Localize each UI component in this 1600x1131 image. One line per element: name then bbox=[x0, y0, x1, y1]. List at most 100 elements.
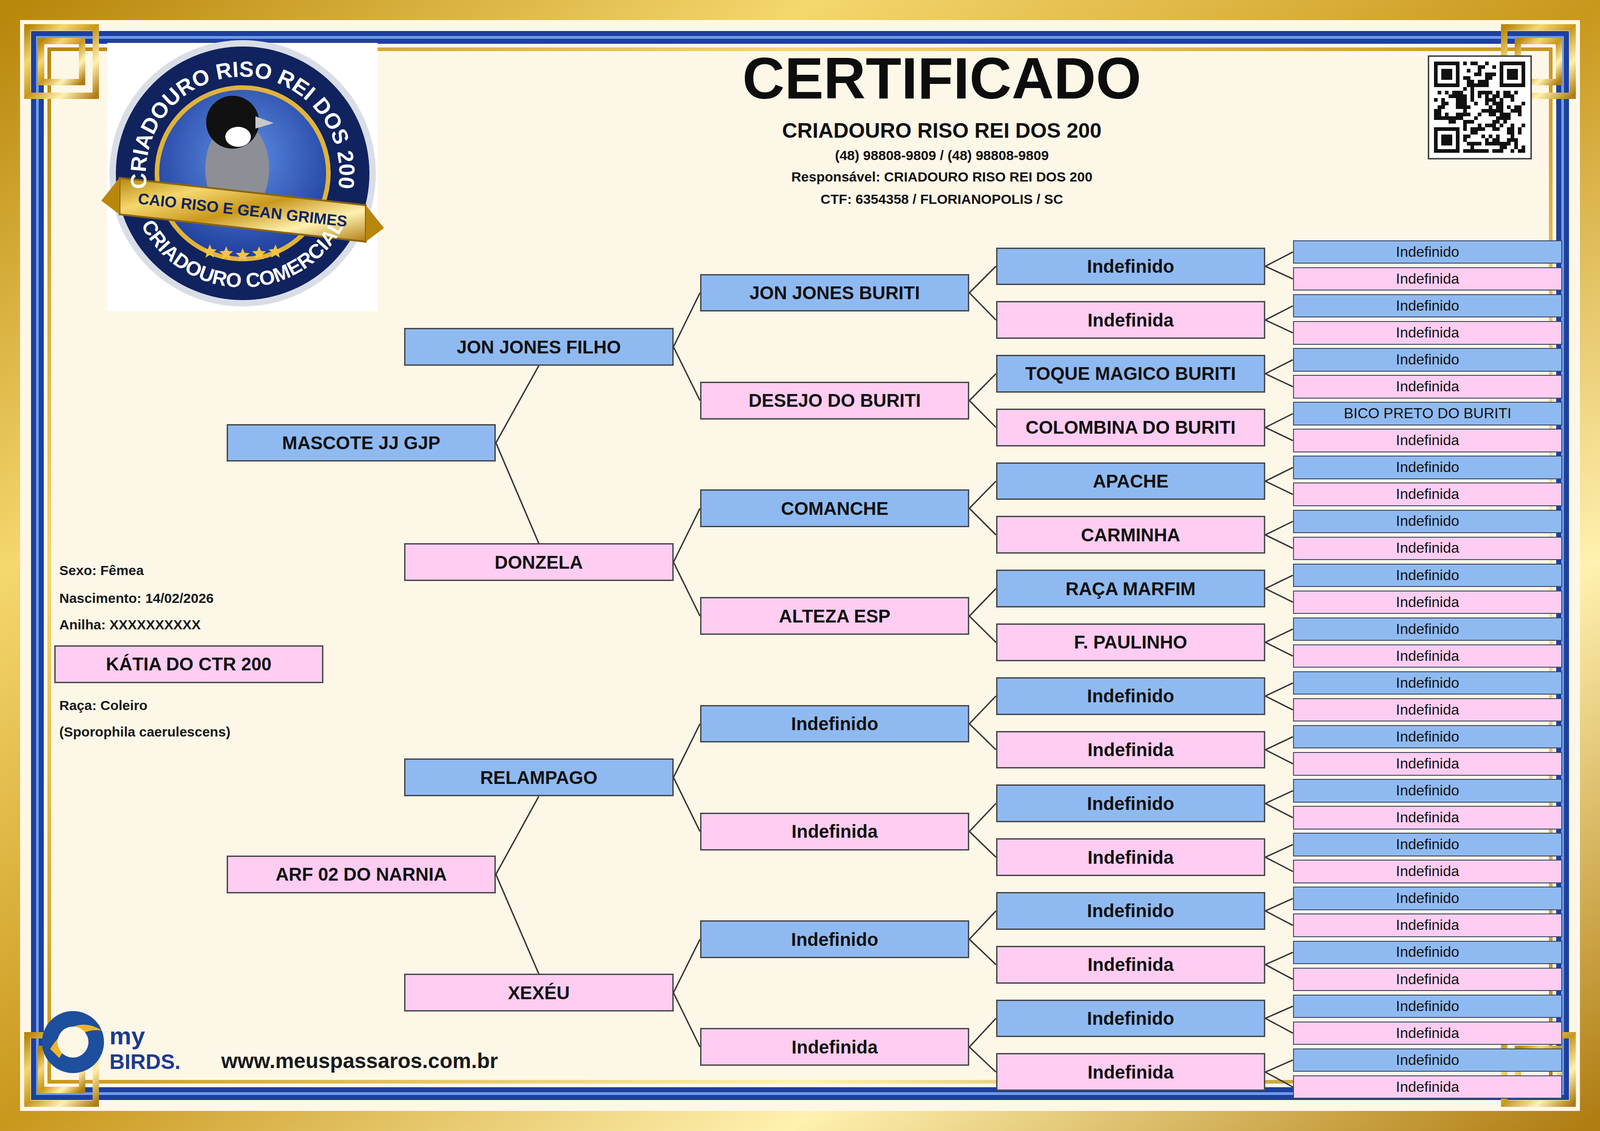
qr-module bbox=[1470, 79, 1475, 84]
qr-module bbox=[1499, 105, 1504, 110]
qr-module bbox=[1455, 76, 1460, 80]
qr-module bbox=[1503, 141, 1507, 146]
node-text: APACHE bbox=[1092, 471, 1169, 491]
qr-module bbox=[1477, 83, 1482, 88]
qr-module bbox=[1466, 141, 1471, 146]
qr-module bbox=[1481, 109, 1486, 113]
qr-module bbox=[1492, 112, 1497, 117]
qr-module bbox=[1455, 116, 1460, 120]
qr-module bbox=[1441, 61, 1445, 66]
header-text: (48) 98808-9809 / (48) 98808-9809 bbox=[835, 147, 1050, 163]
qr-module bbox=[1499, 79, 1504, 84]
qr-module bbox=[1485, 138, 1489, 142]
qr-module bbox=[1506, 94, 1511, 99]
qr-module bbox=[1444, 76, 1449, 80]
qr-module bbox=[1466, 149, 1471, 153]
qr-module bbox=[1517, 127, 1522, 131]
node-text: Indefinida bbox=[1396, 971, 1460, 988]
pedigree-connector bbox=[673, 992, 701, 1048]
qr-module bbox=[1433, 79, 1438, 84]
qr-module bbox=[1444, 72, 1449, 77]
qr-module bbox=[1466, 83, 1471, 88]
qr-module bbox=[1437, 90, 1442, 95]
ancestor-box-small: Indefinido bbox=[1293, 240, 1563, 264]
qr-module bbox=[1506, 61, 1511, 66]
pedigree-box: APACHE bbox=[996, 462, 1266, 501]
qr-module bbox=[1441, 83, 1445, 88]
qr-module bbox=[1488, 134, 1493, 139]
pedigree-connector bbox=[969, 266, 996, 293]
qr-module bbox=[1448, 94, 1453, 99]
pedigree-connector bbox=[1265, 628, 1293, 643]
qr-code bbox=[1428, 56, 1532, 159]
qr-module bbox=[1488, 98, 1493, 102]
corner-ornament bbox=[27, 27, 96, 96]
qr-module bbox=[1506, 76, 1511, 80]
node-text: Indefinido bbox=[1396, 621, 1460, 638]
qr-module bbox=[1455, 68, 1460, 73]
qr-module bbox=[1459, 101, 1464, 106]
pedigree-box: Indefinido bbox=[996, 999, 1266, 1038]
pedigree-connector bbox=[495, 365, 539, 443]
node-text: ALTEZA ESP bbox=[779, 606, 891, 626]
qr-module bbox=[1477, 112, 1482, 117]
qr-module bbox=[1463, 134, 1467, 139]
qr-module bbox=[1470, 87, 1475, 91]
qr-module bbox=[1448, 134, 1453, 139]
pedigree-connector bbox=[1265, 252, 1293, 267]
qr-module bbox=[1474, 127, 1478, 131]
qr-module bbox=[1506, 105, 1511, 110]
node-text: Indefinida bbox=[1087, 1062, 1174, 1082]
pedigree-box: Indefinido bbox=[996, 892, 1266, 930]
pedigree-connector bbox=[969, 292, 996, 321]
header-text: CRIADOURO RISO REI DOS 200 bbox=[782, 119, 1102, 143]
footer-icon-swoosh bbox=[50, 1024, 103, 1059]
logo-banner-text: CAIO RISO E GEAN GRIMES bbox=[137, 189, 349, 230]
pedigree-connector bbox=[969, 1047, 996, 1073]
qr-module bbox=[1514, 90, 1518, 95]
ancestor-box-small: Indefinido bbox=[1293, 1048, 1563, 1072]
qr-module bbox=[1496, 134, 1500, 139]
pedigree-connector bbox=[1265, 306, 1293, 321]
qr-module bbox=[1510, 68, 1515, 73]
qr-module bbox=[1455, 65, 1460, 69]
pedigree-connector bbox=[969, 723, 996, 750]
qr-module bbox=[1448, 68, 1453, 73]
info-text: (Sporophila caerulescens) bbox=[59, 724, 231, 740]
qr-module bbox=[1499, 116, 1504, 120]
qr-module bbox=[1499, 68, 1504, 73]
qr-module bbox=[1510, 83, 1515, 88]
qr-module bbox=[1485, 149, 1489, 153]
qr-module bbox=[1441, 141, 1445, 146]
qr-module bbox=[1437, 105, 1442, 110]
qr-module bbox=[1510, 61, 1515, 66]
qr-module bbox=[1517, 109, 1522, 113]
qr-module bbox=[1499, 123, 1504, 128]
qr-module bbox=[1514, 83, 1518, 88]
qr-module bbox=[1455, 79, 1460, 84]
ancestor-box-small: Indefinida bbox=[1293, 859, 1563, 884]
ancestor-box-small: Indefinida bbox=[1293, 590, 1563, 614]
node-text: DESEJO DO BURITI bbox=[748, 390, 921, 411]
qr-module bbox=[1437, 83, 1442, 88]
banner-tail bbox=[101, 177, 120, 215]
node-text: Indefinido bbox=[1396, 298, 1460, 314]
qr-module bbox=[1455, 112, 1460, 117]
qr-module bbox=[1470, 83, 1475, 88]
qr-module bbox=[1514, 68, 1518, 73]
qr-module bbox=[1452, 94, 1456, 99]
qr-module bbox=[1510, 149, 1515, 153]
qr-module bbox=[1459, 112, 1464, 117]
qr-module bbox=[1441, 134, 1445, 139]
logo-stars bbox=[202, 244, 283, 262]
pedigree-connector bbox=[969, 616, 996, 643]
qr-module bbox=[1510, 130, 1515, 135]
pedigree-connector bbox=[1265, 320, 1293, 333]
qr-module bbox=[1463, 101, 1467, 106]
qr-module bbox=[1463, 119, 1467, 124]
qr-module bbox=[1444, 141, 1449, 146]
qr-module bbox=[1459, 90, 1464, 95]
pedigree-box: COLOMBINA DO BURITI bbox=[996, 408, 1266, 447]
qr-module bbox=[1521, 83, 1526, 88]
